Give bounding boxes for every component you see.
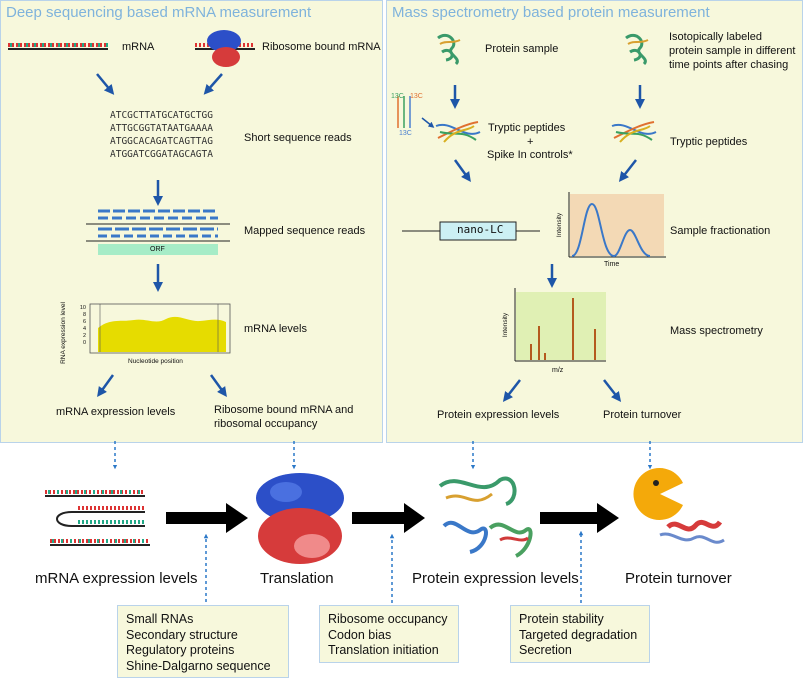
plus-label: +	[527, 136, 534, 148]
pacman-degradation-icon	[633, 468, 725, 544]
note-item: Targeted degradation	[519, 627, 638, 642]
chromatogram-y-label: Intensity	[556, 212, 563, 238]
tick-label: 0	[82, 340, 86, 346]
tryptic-peptides-graphic	[435, 121, 481, 143]
spectrum-x-label: m/z	[552, 367, 564, 374]
stage-mrna-expression: mRNA expression levels	[35, 570, 198, 587]
arrow	[453, 159, 471, 183]
tick-label: 4	[82, 326, 86, 332]
chromatogram-plot	[568, 192, 666, 258]
mrna-expression-output: mRNA expression levels	[56, 406, 176, 418]
note-item: Translation initiation	[328, 643, 439, 657]
note-item: Secondary structure	[126, 627, 238, 642]
mass-spectrum-plot	[514, 288, 606, 362]
flow-arrow-2	[352, 503, 425, 533]
isotope-spike-lines	[397, 96, 435, 128]
arrow	[96, 73, 115, 95]
arrow	[209, 374, 227, 398]
dashed-connectors-up	[203, 530, 584, 603]
chromatogram-x-label: Time	[604, 261, 620, 268]
c13-label-c: 13C	[399, 130, 412, 137]
mapped-reads-graphic	[86, 209, 230, 255]
spectrum-y-label: Intensity	[502, 312, 509, 338]
note-item: Regulatory proteins	[126, 643, 235, 657]
nano-lc-label: nano-LC	[457, 223, 504, 236]
orf-label: ORF	[150, 246, 165, 253]
tryptic-peptides-graphic-2	[611, 121, 657, 143]
mrna-strand-icon	[8, 43, 108, 50]
arrow	[502, 379, 521, 402]
protein-sample-icon	[437, 33, 461, 66]
protein-expression-output: Protein expression levels	[437, 409, 560, 421]
note-item: Shine-Dalgarno sequence	[126, 658, 271, 673]
plot-y-axis-label: RNA expression level	[60, 302, 67, 364]
tick-label: 2	[82, 333, 86, 339]
arrow	[97, 374, 115, 398]
regulation-note-protein: Protein stability Targeted degradation S…	[510, 605, 650, 663]
mrna-panel-title: Deep sequencing based mRNA measurement	[6, 4, 312, 21]
plot-y-ticks: 10 8 6 4 2 0	[74, 305, 86, 347]
isotope-label-3: time points after chasing	[669, 59, 789, 71]
short-reads-label: Short sequence reads	[244, 132, 352, 144]
tick-label: 6	[82, 319, 86, 325]
c13-label-b: 13C	[410, 93, 423, 100]
note-item: Ribosome occupancy	[328, 612, 448, 626]
note-item: Codon bias	[328, 627, 392, 642]
spike-in-label: Spike In controls*	[487, 149, 573, 161]
mrna-level-plot	[89, 303, 231, 354]
tick-label: 10	[79, 305, 86, 311]
protein-sample-label: Protein sample	[485, 43, 559, 55]
ribosome-mrna-label: Ribosome bound mRNA	[262, 41, 381, 53]
ribosome-occupancy-output-2: ribosomal occupancy	[214, 418, 318, 430]
sequence-read: ATGGCACAGATCAGTTAG	[110, 136, 213, 147]
sequence-read: ATTGCGGTATAATGAAAA	[110, 123, 213, 134]
plot-x-axis-label: Nucleotide position	[128, 358, 183, 365]
stage-protein-turnover: Protein turnover	[625, 570, 732, 587]
mrna-label: mRNA	[122, 41, 155, 53]
mrna-molecules-icon	[45, 490, 150, 546]
stage-protein-expression: Protein expression levels	[412, 570, 579, 587]
note-item: Small RNAs	[126, 612, 194, 626]
ribosome-occupancy-output-1: Ribosome bound mRNA and	[214, 404, 354, 416]
stage-translation: Translation	[260, 570, 334, 587]
tick-label: 8	[82, 312, 86, 318]
tryptic-peptides-label: Tryptic peptides	[488, 122, 566, 134]
flow-arrow-1	[166, 503, 248, 533]
mass-spectrometry-label: Mass spectrometry	[670, 325, 763, 337]
mrna-levels-label: mRNA levels	[244, 323, 307, 335]
tryptic-peptides-label-2: Tryptic peptides	[670, 136, 748, 148]
ribosome-bound-mrna-icon	[195, 30, 255, 67]
flow-arrow-3	[540, 503, 619, 533]
mrna-measurement-panel	[0, 0, 383, 443]
arrow	[618, 159, 637, 182]
sequence-read: ATCGCTTATGCATGCTGG	[110, 110, 213, 121]
proteins-icon	[438, 476, 533, 558]
regulation-note-transcript: Small RNAs Secondary structure Regulator…	[117, 605, 289, 678]
mapped-reads-label: Mapped sequence reads	[244, 225, 366, 237]
regulation-note-translation: Ribosome occupancy Codon bias Translatio…	[319, 605, 459, 663]
sample-fractionation-label: Sample fractionation	[670, 225, 771, 237]
ribosome-icon	[256, 473, 344, 564]
note-item: Protein stability	[519, 612, 604, 626]
protein-panel-title: Mass spectrometry based protein measurem…	[392, 4, 710, 21]
c13-label-a: 13C	[391, 93, 404, 100]
nano-lc-column	[402, 221, 540, 241]
sequence-read: ATGGATCGGATAGCAGTA	[110, 149, 213, 160]
isotope-label-2: protein sample in different	[669, 45, 796, 57]
arrow	[203, 73, 223, 95]
arrow	[603, 379, 622, 402]
labeled-protein-icon	[625, 33, 649, 66]
note-item: Secretion	[519, 643, 572, 657]
protein-turnover-output: Protein turnover	[603, 409, 682, 421]
isotope-label-1: Isotopically labeled	[669, 31, 762, 43]
dashed-connectors-down	[112, 441, 653, 470]
